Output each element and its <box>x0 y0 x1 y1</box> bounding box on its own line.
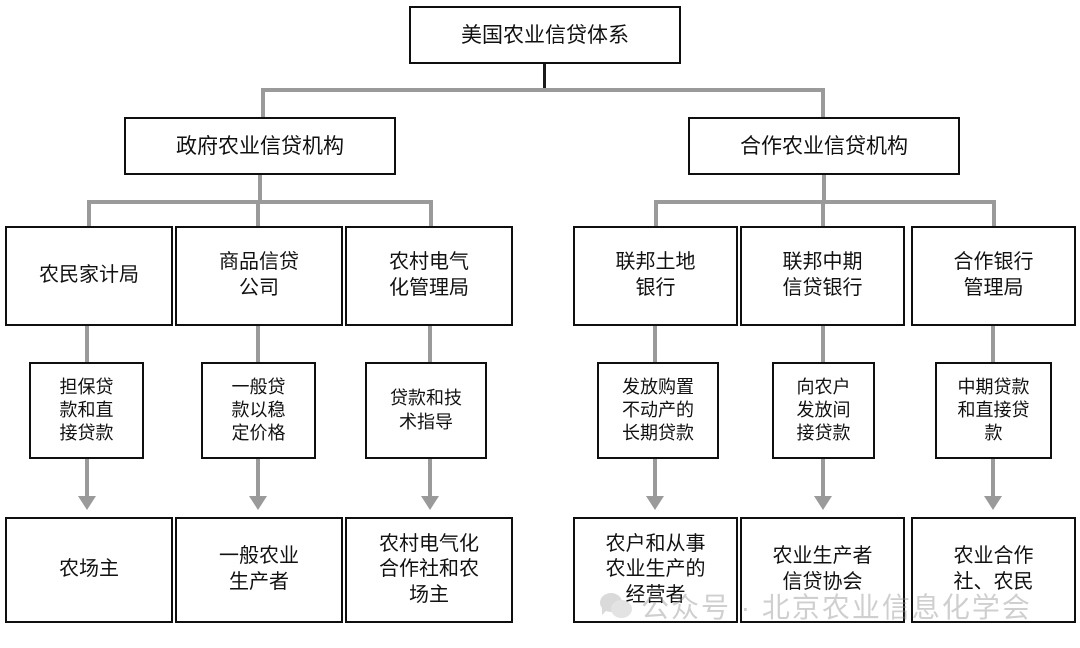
node-agency-ficb-label: 联邦中期 信贷银行 <box>782 251 863 299</box>
connector-fha-to-func <box>85 326 89 363</box>
node-agency-ccc-label: 商品信贷 公司 <box>219 251 299 299</box>
connector-gov-drop-1 <box>87 200 91 228</box>
arrow-rea-to-client <box>421 496 439 510</box>
node-client-ccc-label: 一般农业 生产者 <box>219 545 299 593</box>
node-agency-rea-label: 农村电气 化管理局 <box>389 251 469 299</box>
connector-ccc-to-client <box>256 459 260 500</box>
arrow-cba-to-client <box>984 496 1002 510</box>
node-client-fha[interactable]: 农场主 <box>5 517 173 623</box>
connector-coop-bus <box>654 200 996 204</box>
node-agency-cba[interactable]: 合作银行 管理局 <box>911 226 1076 326</box>
node-root-label: 美国农业信贷体系 <box>461 22 629 47</box>
connector-branch-bus <box>261 88 825 92</box>
node-client-flb[interactable]: 农户和从事 农业生产的 经营者 <box>573 517 738 623</box>
node-function-fha[interactable]: 担保贷 款和直 接贷款 <box>29 362 144 459</box>
connector-ficb-to-func <box>821 326 825 363</box>
node-function-rea-label: 贷款和技 术指导 <box>390 388 462 432</box>
node-client-cba-label: 农业合作 社、农民 <box>953 545 1034 593</box>
node-function-fha-label: 担保贷 款和直 接贷款 <box>59 376 114 444</box>
node-branch-cooperative[interactable]: 合作农业信贷机构 <box>688 117 960 175</box>
node-agency-ficb[interactable]: 联邦中期 信贷银行 <box>740 226 905 326</box>
node-client-flb-label: 农户和从事 农业生产的 经营者 <box>605 532 706 606</box>
arrow-fha-to-client <box>78 496 96 510</box>
node-function-cba[interactable]: 中期贷款 和直接贷 款 <box>935 362 1052 459</box>
node-branch-cooperative-label: 合作农业信贷机构 <box>740 133 908 158</box>
connector-cba-to-client <box>991 459 995 500</box>
arrow-ccc-to-client <box>249 496 267 510</box>
node-client-ficb[interactable]: 农业生产者 信贷协会 <box>740 517 905 623</box>
connector-fha-to-client <box>85 459 89 500</box>
connector-branch-left-drop <box>261 88 265 118</box>
connector-rea-to-func <box>428 326 432 363</box>
node-agency-flb-label: 联邦土地 银行 <box>615 251 696 299</box>
node-agency-ccc[interactable]: 商品信贷 公司 <box>175 226 343 326</box>
node-client-cba[interactable]: 农业合作 社、农民 <box>911 517 1076 623</box>
node-agency-flb[interactable]: 联邦土地 银行 <box>573 226 738 326</box>
node-client-rea-label: 农村电气化 合作社和农 场主 <box>379 532 479 606</box>
connector-ccc-to-func <box>256 326 260 363</box>
connector-ficb-to-client <box>821 459 825 500</box>
node-function-flb-label: 发放购置 不动产的 长期贷款 <box>622 376 694 444</box>
connector-gov-bus <box>87 200 433 204</box>
node-client-ccc[interactable]: 一般农业 生产者 <box>175 517 343 623</box>
connector-gov-stem <box>258 175 262 203</box>
connector-branch-right-drop <box>821 88 825 118</box>
node-function-ficb-label: 向农户 发放间 接贷款 <box>796 376 851 444</box>
node-agency-cba-label: 合作银行 管理局 <box>953 251 1034 299</box>
node-function-cba-label: 中期贷款 和直接贷 款 <box>957 376 1030 444</box>
node-root[interactable]: 美国农业信贷体系 <box>409 6 681 64</box>
connector-flb-to-func <box>653 326 657 363</box>
connector-coop-stem <box>822 175 826 203</box>
connector-cba-to-func <box>991 326 995 363</box>
node-function-rea[interactable]: 贷款和技 术指导 <box>365 362 487 459</box>
arrow-flb-to-client <box>646 496 664 510</box>
node-function-ficb[interactable]: 向农户 发放间 接贷款 <box>772 362 875 459</box>
connector-rea-to-client <box>428 459 432 500</box>
node-agency-rea[interactable]: 农村电气 化管理局 <box>345 226 513 326</box>
node-branch-government[interactable]: 政府农业信贷机构 <box>124 117 396 175</box>
connector-coop-drop-2 <box>821 200 825 228</box>
connector-root-stem <box>543 64 546 91</box>
node-client-fha-label: 农场主 <box>59 558 119 581</box>
node-client-rea[interactable]: 农村电气化 合作社和农 场主 <box>345 517 513 623</box>
connector-gov-drop-2 <box>256 200 260 228</box>
node-agency-fha-label: 农民家计局 <box>39 264 139 287</box>
node-branch-government-label: 政府农业信贷机构 <box>176 133 344 158</box>
node-function-flb[interactable]: 发放购置 不动产的 长期贷款 <box>597 362 719 459</box>
arrow-ficb-to-client <box>814 496 832 510</box>
node-function-ccc-label: 一般贷 款以稳 定价格 <box>231 376 286 444</box>
node-agency-fha[interactable]: 农民家计局 <box>5 226 173 326</box>
node-client-ficb-label: 农业生产者 信贷协会 <box>772 545 873 593</box>
connector-flb-to-client <box>653 459 657 500</box>
node-function-ccc[interactable]: 一般贷 款以稳 定价格 <box>201 362 316 459</box>
connector-gov-drop-3 <box>429 200 433 228</box>
connector-coop-drop-3 <box>992 200 996 228</box>
connector-coop-drop-1 <box>654 200 658 228</box>
